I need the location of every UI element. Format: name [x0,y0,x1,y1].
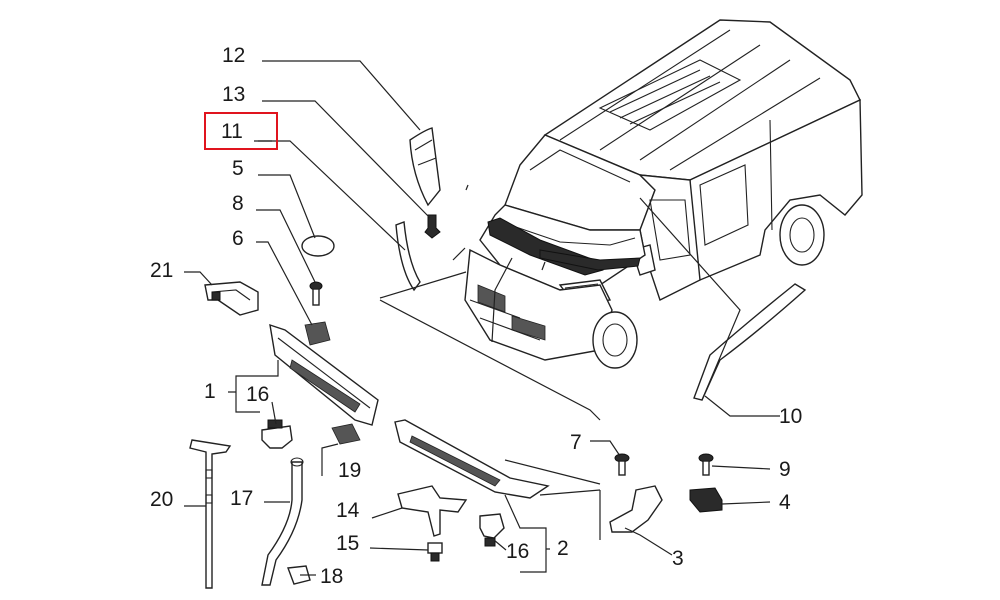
part-21-bracket [204,281,259,316]
callout-20[interactable]: 20 [150,488,174,511]
part-10-seal-strip [693,283,807,401]
part-20-rod [189,439,232,589]
part-17-hose [261,461,303,586]
part-2-cowl-right [394,419,550,499]
callout-12[interactable]: 12 [222,44,246,67]
callout-16-upper[interactable]: 16 [246,383,270,406]
highlight-box [204,112,278,150]
part-18-clip [287,565,311,585]
callout-17[interactable]: 17 [230,487,254,510]
part-8-screw [309,281,323,306]
part-7-bolt [614,453,630,476]
callout-1[interactable]: 1 [204,380,216,403]
callout-5[interactable]: 5 [232,157,244,180]
callout-15[interactable]: 15 [336,532,360,555]
part-15-nut [427,542,443,562]
callout-8[interactable]: 8 [232,192,244,215]
callout-16-lower[interactable]: 16 [506,540,530,563]
callout-9[interactable]: 9 [779,458,791,481]
van-illustration [464,19,863,369]
callout-4[interactable]: 4 [779,491,791,514]
part-1-cowl-left [269,323,379,426]
callout-7[interactable]: 7 [570,431,582,454]
part-11-seal [395,221,421,292]
part-16-clip-lower [479,513,505,547]
callout-14[interactable]: 14 [336,499,360,522]
callout-6[interactable]: 6 [232,227,244,250]
part-16-clip-upper [261,419,293,449]
part-5-grommet [301,235,335,257]
part-19-pad [331,423,361,445]
callout-3[interactable]: 3 [672,547,684,570]
callout-11[interactable]: 11 [221,120,243,143]
part-14-bracket [397,485,468,537]
callout-18[interactable]: 18 [320,565,344,588]
part-4-cap [689,487,723,513]
part-6-block [304,321,331,346]
part-13-clip [424,214,441,239]
part-3-bracket [609,485,663,533]
leader-lines [184,60,780,576]
callout-10[interactable]: 10 [779,405,803,428]
callout-19[interactable]: 19 [338,459,362,482]
part-12-trim [409,127,441,207]
callout-2[interactable]: 2 [557,537,569,560]
callout-21[interactable]: 21 [150,259,174,282]
callout-13[interactable]: 13 [222,83,246,106]
part-9-bolt [698,453,714,476]
